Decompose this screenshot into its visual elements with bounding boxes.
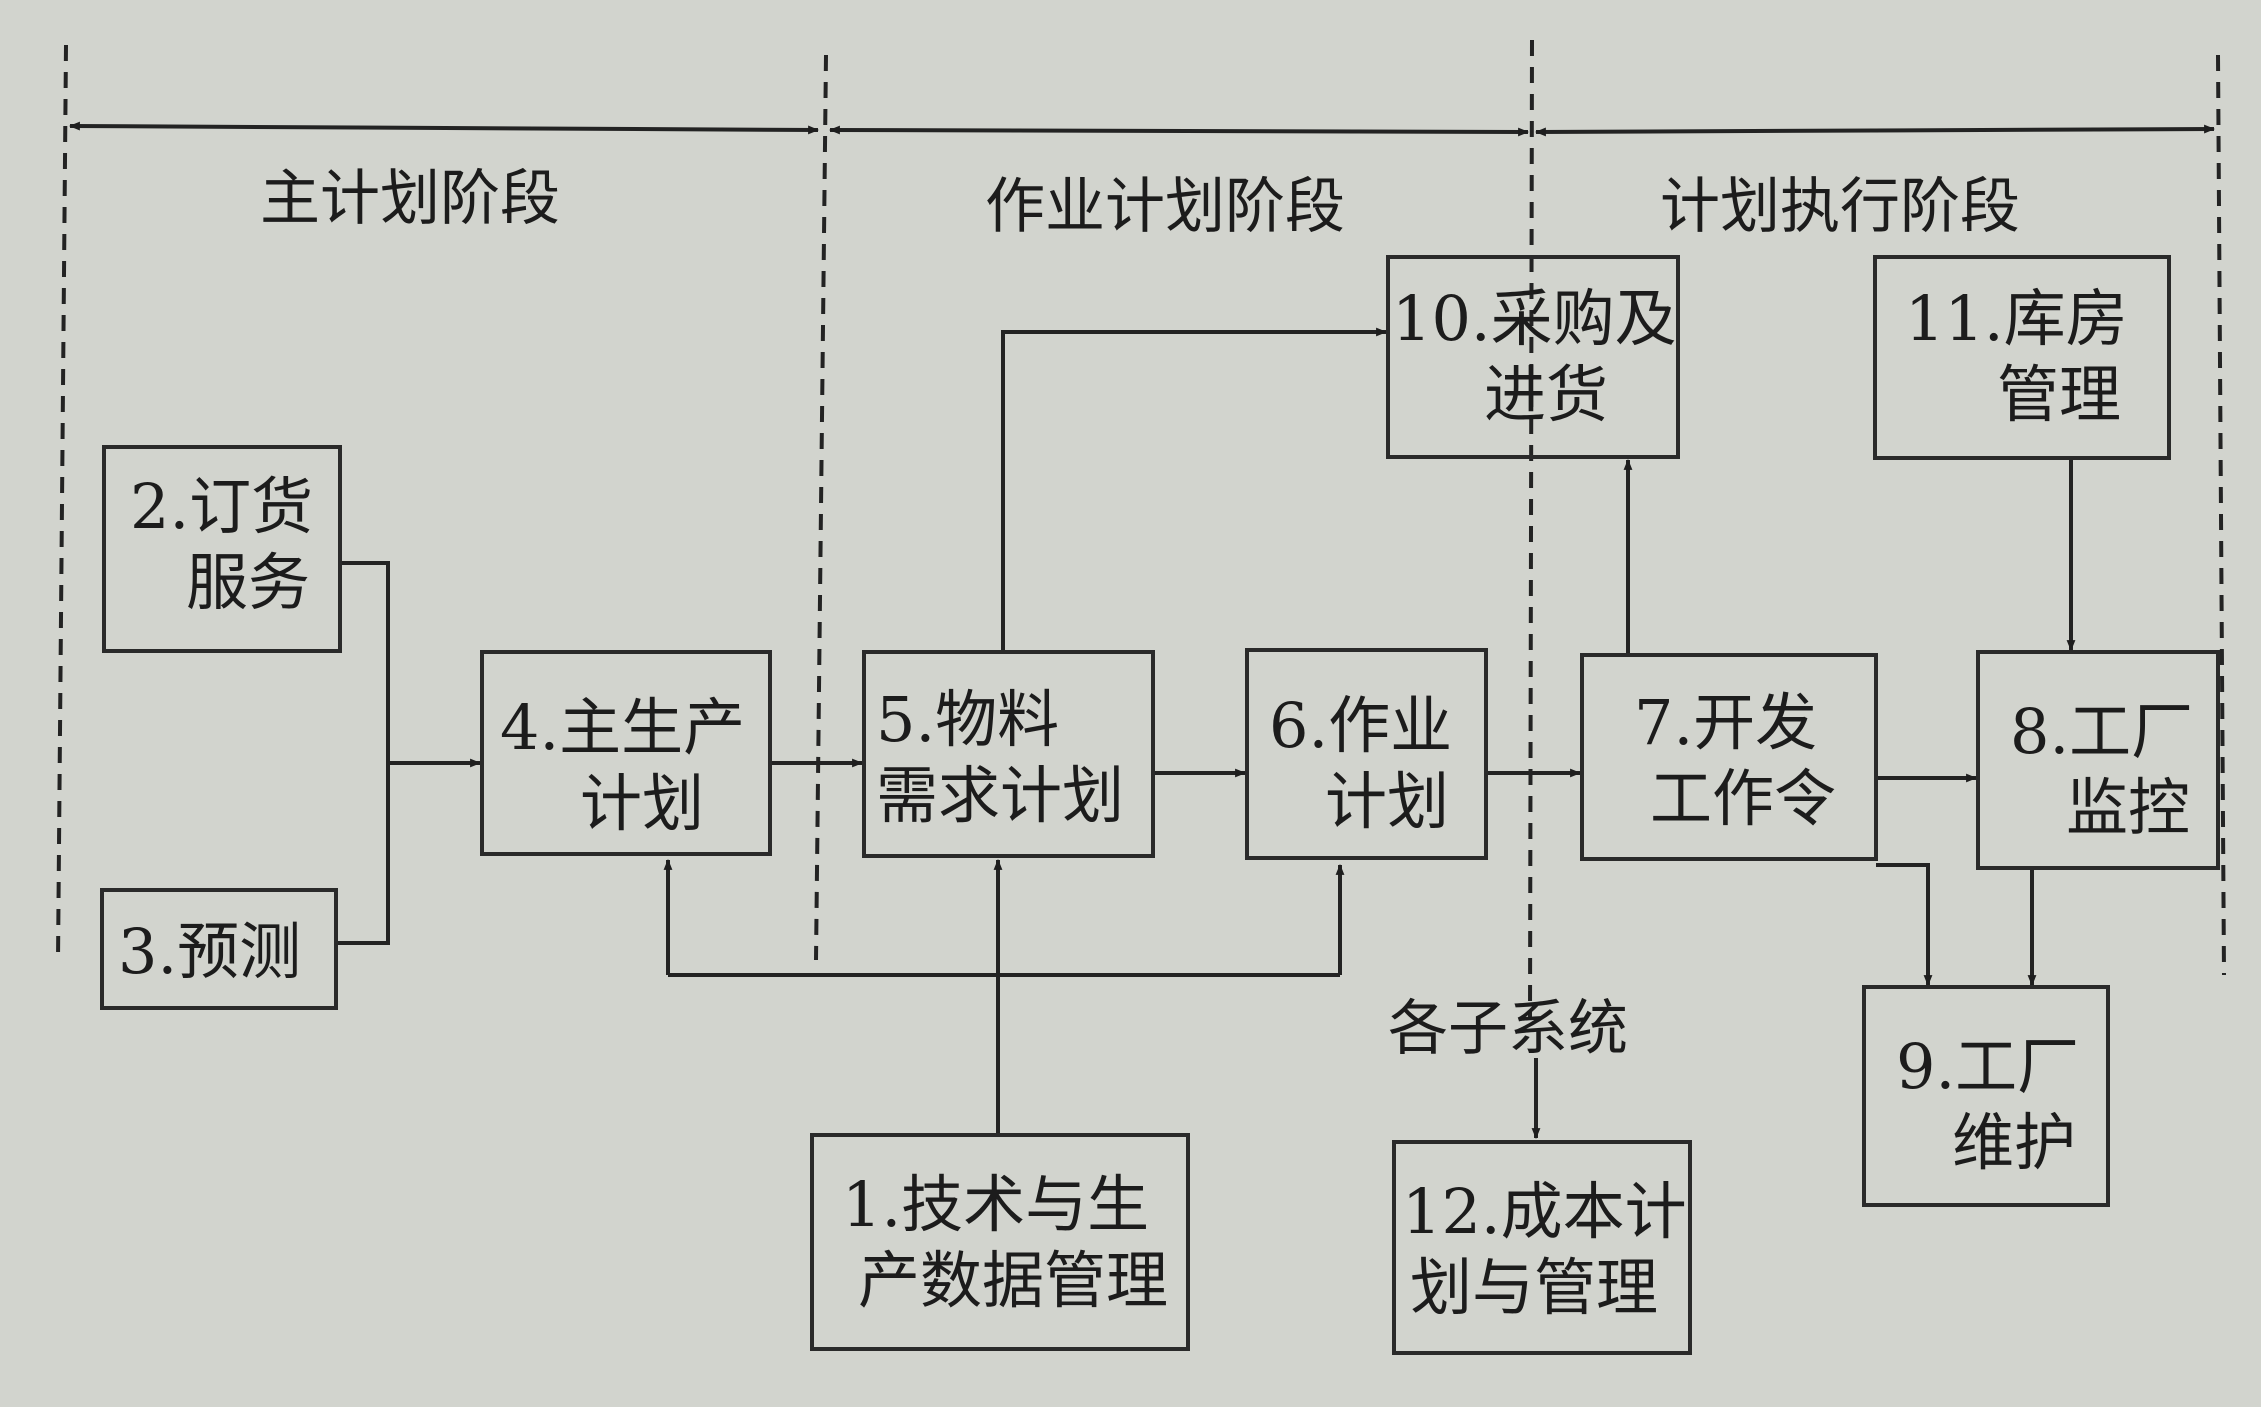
box-mrp-line-1: 5.物料 <box>876 683 1060 756</box>
box-warehouse: 11.库房 管理 <box>1873 255 2171 460</box>
box-tech-data-line-1: 1.技术与生 <box>842 1168 1150 1241</box>
arrow-work-order-to-maintenance <box>1876 863 1933 987</box>
box-mrp-line-2: 需求计划 <box>876 759 1125 832</box>
stage-divider-4 <box>2216 54 2226 976</box>
box-tech-production-data: 1.技术与生 产数据管理 <box>810 1133 1190 1351</box>
box-warehouse-line-2: 管理 <box>1997 358 2122 431</box>
box-plant-monitoring-line-1: 8.工厂 <box>2010 695 2194 768</box>
box-work-order: 7.开发 工作令 <box>1580 653 1878 861</box>
subsystems-label: 各子系统 <box>1388 994 1628 1064</box>
box-plant-maintenance-line-2: 维护 <box>1952 1106 2077 1179</box>
box-plant-monitoring: 8.工厂 监控 <box>1976 650 2220 870</box>
stage-span-arrow-operation <box>828 125 1530 137</box>
box-order-service-line-1: 2.订货 <box>130 470 314 543</box>
box-purchasing-line-2: 进货 <box>1484 358 1609 431</box>
box-cost-management-line-1: 12.成本计 <box>1402 1175 1687 1248</box>
box-operation-plan-line-2: 计划 <box>1325 765 1450 838</box>
box-forecast: 3.预测 <box>100 888 338 1010</box>
box-operation-plan: 6.作业 计划 <box>1245 648 1488 860</box>
arrow-mrp-to-purchasing <box>1001 327 1388 650</box>
box-purchasing-line-1: 10.采购及 <box>1392 282 1677 355</box>
box-plant-maintenance-line-1: 9.工厂 <box>1896 1030 2080 1103</box>
box-forecast-line-1: 3.预测 <box>118 915 302 988</box>
stage-label-master: 主计划阶段 <box>260 164 560 234</box>
stage-span-arrow-master <box>68 121 820 135</box>
box-master-production-plan: 4.主生产 计划 <box>480 650 772 856</box>
arrow-forecast-to-merge <box>335 763 390 945</box>
box-master-production-plan-line-1: 4.主生产 <box>500 691 746 764</box>
box-material-requirements-plan: 5.物料 需求计划 <box>862 650 1155 858</box>
box-plant-monitoring-line-2: 监控 <box>2066 771 2191 844</box>
box-cost-management-line-2: 划与管理 <box>1410 1251 1659 1324</box>
box-tech-data-line-2: 产数据管理 <box>858 1244 1169 1317</box>
stage-label-execution: 计划执行阶段 <box>1660 172 2020 242</box>
arrow-order-service-to-merge <box>340 561 390 763</box>
box-operation-plan-line-1: 6.作业 <box>1269 689 1453 762</box>
stage-divider-2 <box>814 54 828 961</box>
stage-label-operation: 作业计划阶段 <box>985 172 1345 242</box>
stage-divider-3 <box>1528 39 1534 1021</box>
box-work-order-line-2: 工作令 <box>1650 762 1837 835</box>
box-purchasing: 10.采购及 进货 <box>1386 255 1680 459</box>
box-master-production-plan-line-2: 计划 <box>580 767 705 840</box>
box-plant-maintenance: 9.工厂 维护 <box>1862 985 2110 1207</box>
box-order-service: 2.订货 服务 <box>102 445 342 653</box>
stage-span-arrow-execution <box>1534 124 2216 137</box>
box-cost-management: 12.成本计 划与管理 <box>1392 1140 1692 1355</box>
stage-divider-1 <box>56 44 68 961</box>
box-work-order-line-1: 7.开发 <box>1634 686 1818 759</box>
box-warehouse-line-1: 11.库房 <box>1905 282 2128 355</box>
box-order-service-line-2: 服务 <box>186 546 311 619</box>
